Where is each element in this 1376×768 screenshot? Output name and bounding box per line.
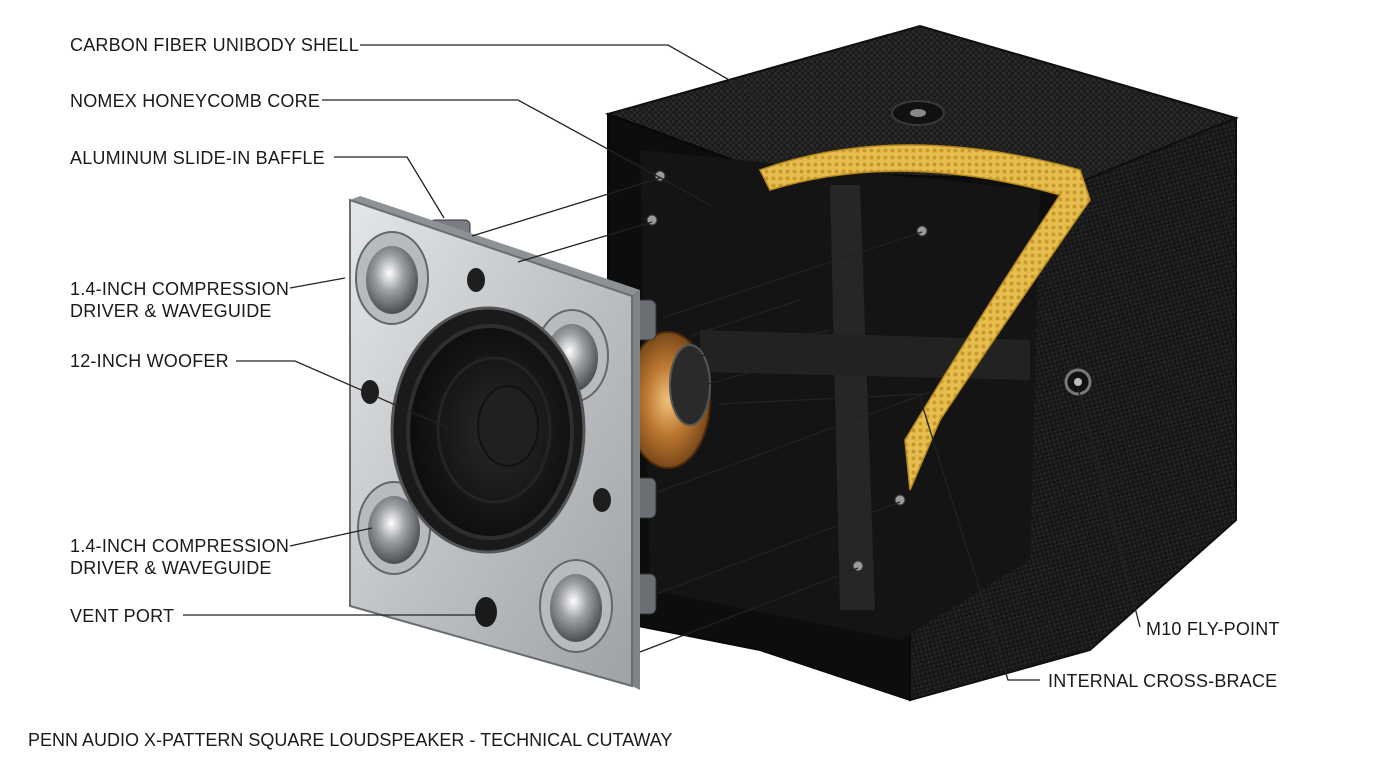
label-bottom-compression-driver: 1.4-INCH COMPRESSION DRIVER & WAVEGUIDE bbox=[70, 535, 289, 579]
label-internal-cross-brace: INTERNAL CROSS-BRACE bbox=[1048, 670, 1277, 692]
label-nomex-honeycomb-core: NOMEX HONEYCOMB CORE bbox=[70, 90, 320, 112]
label-vent-port: VENT PORT bbox=[70, 605, 174, 627]
woofer-motor-magnet bbox=[670, 345, 710, 425]
m10-fly-bolt bbox=[1074, 378, 1082, 386]
top-fly-bolt bbox=[910, 109, 926, 117]
label-carbon-fiber-shell: CARBON FIBER UNIBODY SHELL bbox=[70, 34, 359, 56]
label-top-compression-driver-line2: DRIVER & WAVEGUIDE bbox=[70, 300, 289, 322]
label-bottom-compression-driver-line1: 1.4-INCH COMPRESSION bbox=[70, 535, 289, 557]
woofer bbox=[392, 308, 584, 552]
label-top-compression-driver: 1.4-INCH COMPRESSION DRIVER & WAVEGUIDE bbox=[70, 278, 289, 322]
vent-port bbox=[475, 597, 497, 627]
bottom-right-waveguide bbox=[540, 560, 612, 652]
diagram-caption: PENN AUDIO X-PATTERN SQUARE LOUDSPEAKER … bbox=[28, 730, 672, 751]
top-left-waveguide bbox=[356, 232, 428, 324]
label-m10-fly-point: M10 FLY-POINT bbox=[1146, 618, 1280, 640]
label-aluminum-baffle: ALUMINUM SLIDE-IN BAFFLE bbox=[70, 147, 325, 169]
label-bottom-compression-driver-line2: DRIVER & WAVEGUIDE bbox=[70, 557, 289, 579]
label-top-compression-driver-line1: 1.4-INCH COMPRESSION bbox=[70, 278, 289, 300]
label-12-inch-woofer: 12-INCH WOOFER bbox=[70, 350, 229, 372]
aluminum-baffle-side bbox=[632, 290, 640, 690]
